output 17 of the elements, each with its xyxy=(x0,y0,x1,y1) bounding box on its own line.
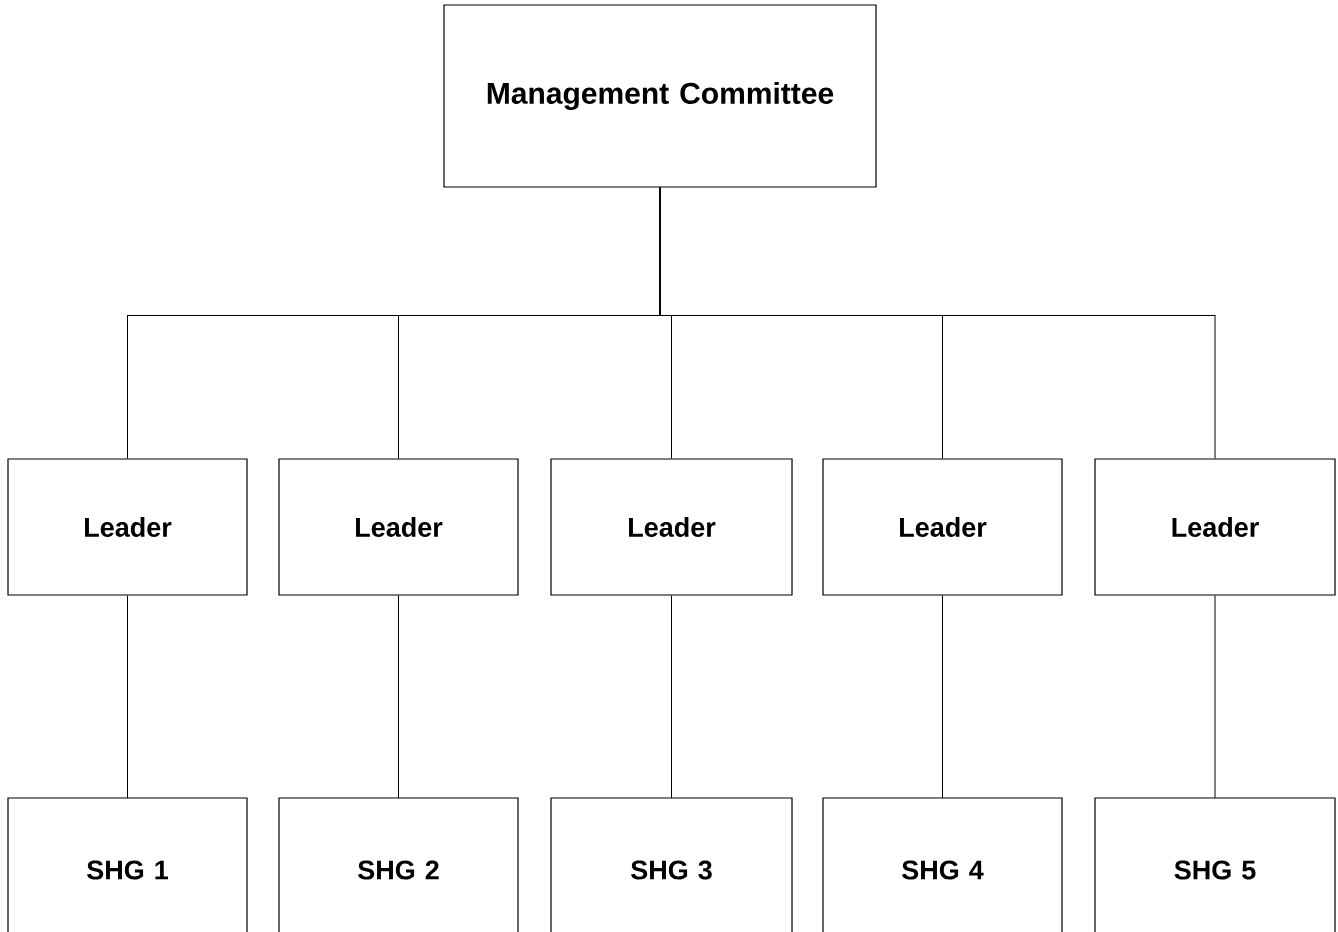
org-box: Leader xyxy=(822,458,1063,596)
org-box: SHG 2 xyxy=(278,797,519,932)
org-box: Leader xyxy=(550,458,793,596)
org-box: Leader xyxy=(7,458,248,596)
org-box: Leader xyxy=(1094,458,1336,596)
connector-line xyxy=(127,595,128,799)
connector-line xyxy=(942,595,943,799)
connector-line xyxy=(1214,595,1216,799)
connector-line xyxy=(671,595,672,799)
org-box: Management Committee xyxy=(443,4,877,188)
org-box: Leader xyxy=(278,458,519,596)
org-box: SHG 1 xyxy=(7,797,248,932)
org-box: SHG 4 xyxy=(822,797,1063,932)
org-box: SHG 3 xyxy=(550,797,793,932)
org-box: SHG 5 xyxy=(1094,797,1336,932)
connector-line xyxy=(659,187,1216,459)
connector-line xyxy=(398,595,399,799)
